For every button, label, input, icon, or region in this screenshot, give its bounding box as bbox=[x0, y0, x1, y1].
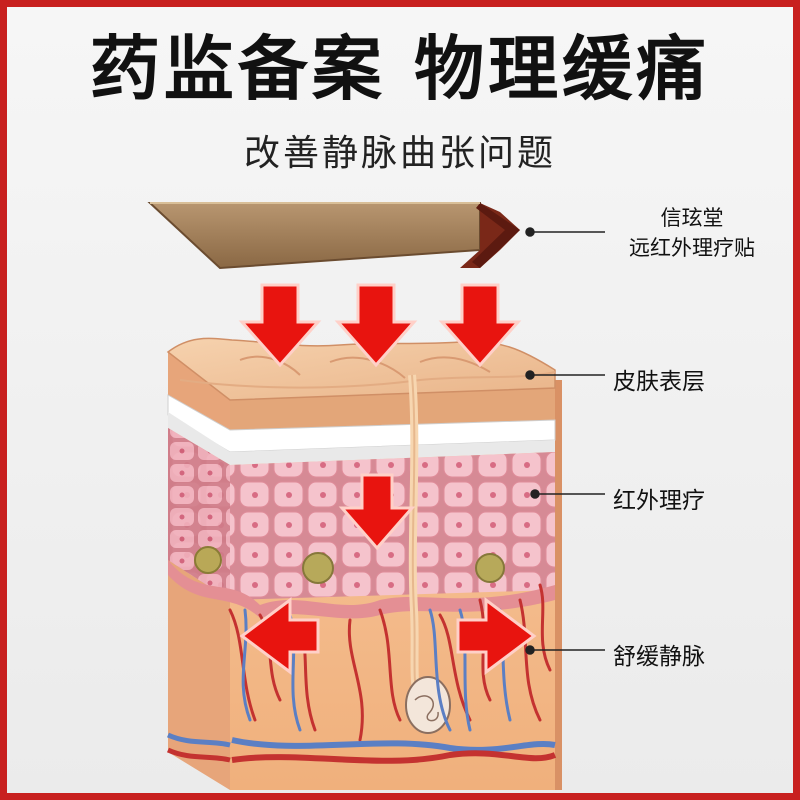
leader-lines bbox=[525, 227, 605, 655]
down-arrow-right bbox=[438, 283, 522, 368]
skin-block bbox=[166, 337, 562, 790]
label-infrared: 红外理疗 bbox=[613, 488, 705, 514]
side-arrow-right bbox=[456, 597, 537, 675]
side-arrow-left bbox=[239, 597, 320, 675]
page-subtitle: 改善静脉曲张问题 bbox=[243, 133, 556, 174]
label-patch-product: 远红外理疗贴 bbox=[629, 236, 755, 260]
label-patch: 信玹堂 远红外理疗贴 bbox=[607, 203, 777, 263]
down-arrow-left bbox=[238, 283, 322, 368]
downward-arrows bbox=[238, 283, 522, 368]
label-epidermis: 皮肤表层 bbox=[613, 369, 705, 395]
down-arrow-center bbox=[334, 283, 418, 368]
page-title: 药监备案 物理缓痛 bbox=[89, 28, 711, 110]
infrared-patch bbox=[147, 202, 520, 270]
label-patch-brand: 信玹堂 bbox=[660, 206, 724, 230]
label-veins: 舒缓静脉 bbox=[613, 644, 705, 670]
down-arrow-penetrating bbox=[338, 473, 416, 551]
